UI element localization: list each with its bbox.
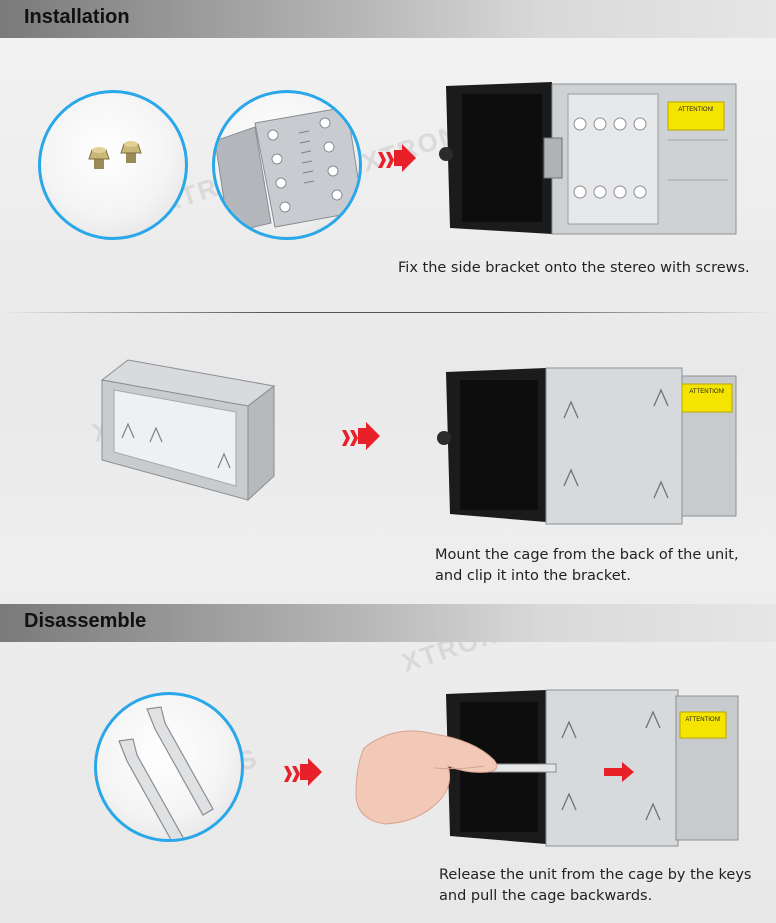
hand-image <box>355 730 498 825</box>
stereo-in-cage-image: ATTENTION! <box>437 367 737 525</box>
screws-circle <box>38 90 188 240</box>
step3-caption-line2: and pull the cage backwards. <box>439 888 653 904</box>
step3-caption-line1: Release the unit from the cage by the ke… <box>439 867 752 883</box>
mounting-cage-image <box>100 359 276 502</box>
step2-caption-line2: and clip it into the bracket. <box>435 568 631 584</box>
stereo-with-bracket-image: ATTENTION! <box>439 82 737 235</box>
installation-header: Installation <box>0 0 776 38</box>
screws-icon <box>88 141 142 169</box>
arrow-right-icon <box>284 758 322 786</box>
step1-caption: Fix the side bracket onto the stereo wit… <box>398 260 750 276</box>
disassemble-title: Disassemble <box>24 610 147 632</box>
step2-caption-line1: Mount the cage from the back of the unit… <box>435 547 739 563</box>
attention-sticker-text: ATTENTION! <box>678 107 714 113</box>
release-keys-circle <box>94 692 244 842</box>
attention-sticker-text: ATTENTION! <box>685 717 721 723</box>
arrow-right-icon <box>378 144 416 172</box>
attention-sticker-text: ATTENTION! <box>689 389 725 395</box>
disassemble-header: Disassemble <box>0 604 776 642</box>
side-bracket-icon <box>215 106 359 234</box>
bracket-circle <box>212 90 362 240</box>
section-divider <box>0 312 776 313</box>
release-keys-icon <box>118 706 214 839</box>
arrow-right-icon <box>342 422 380 450</box>
stereo-release-image: ATTENTION! <box>355 689 739 847</box>
installation-title: Installation <box>24 6 130 28</box>
